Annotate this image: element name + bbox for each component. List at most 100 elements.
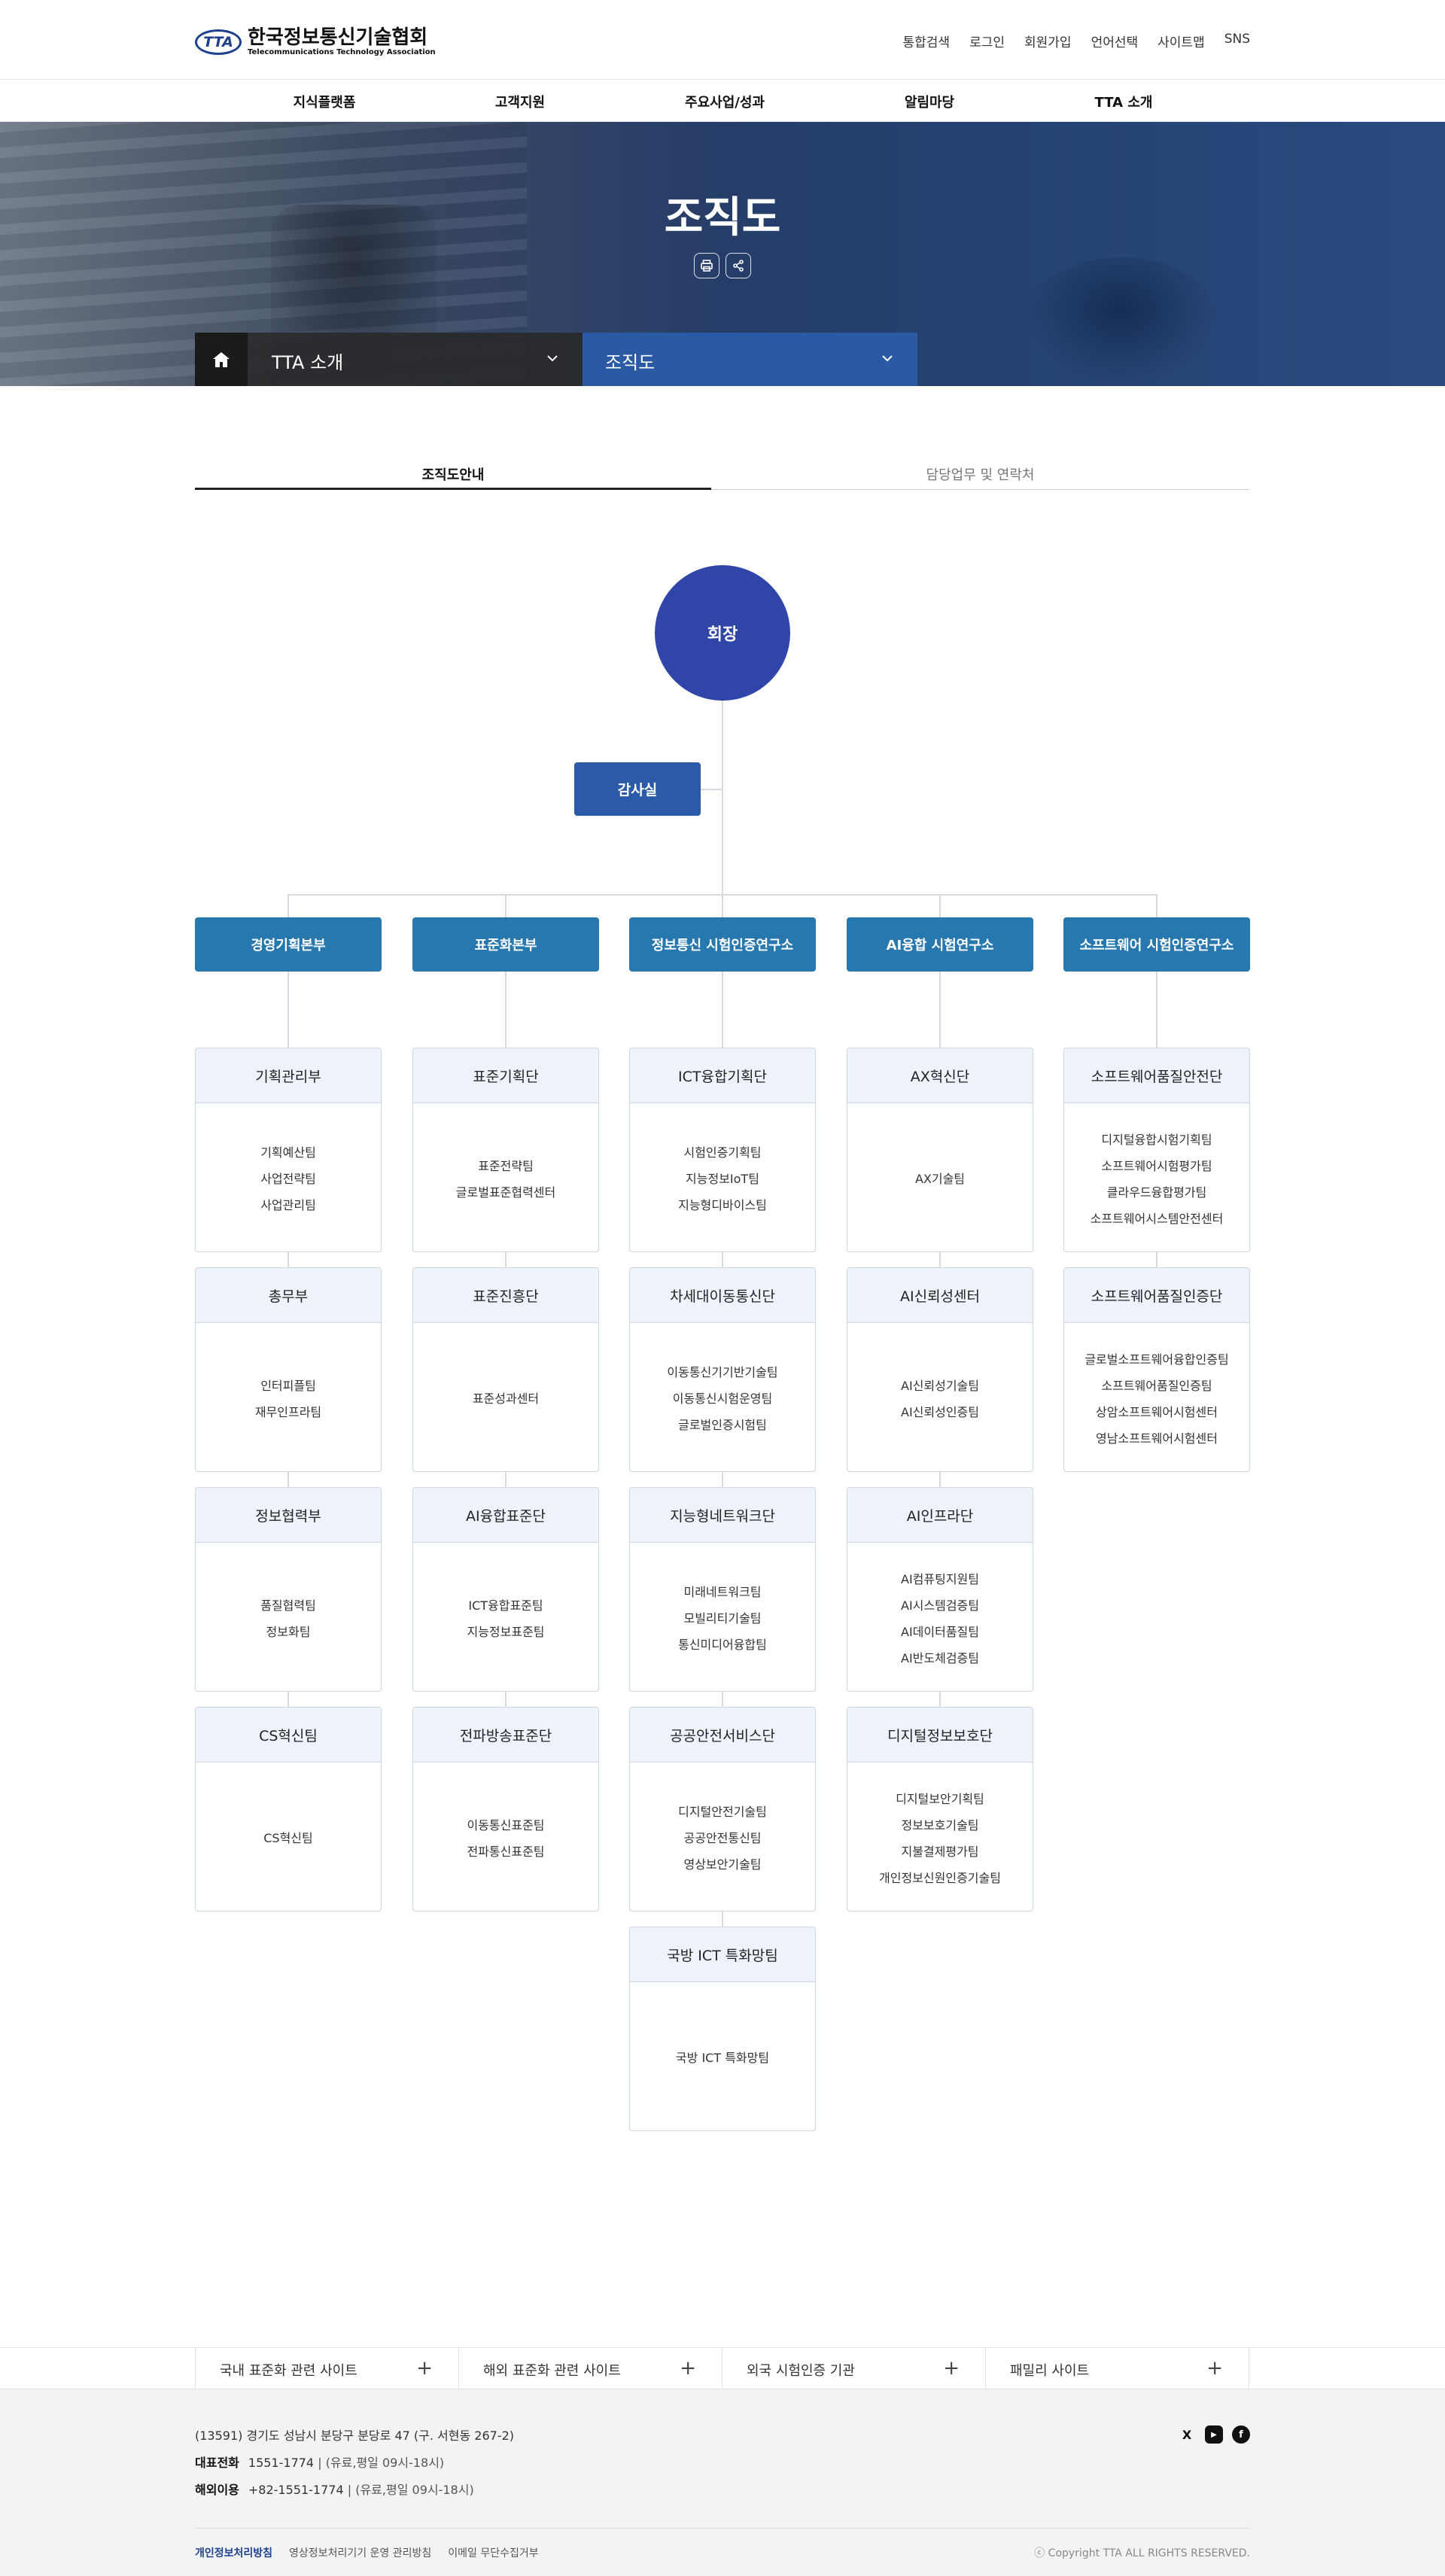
main-nav: 지식플랫폼 고객지원 주요사업/성과 알림마당 TTA 소개 bbox=[0, 80, 1445, 122]
division-node: 경영기획본부 bbox=[195, 917, 382, 972]
print-icon[interactable] bbox=[694, 253, 719, 278]
copyright: ⓒ Copyright TTA ALL RIGHTS RESERVED. bbox=[1034, 2547, 1250, 2559]
unit-title: CS혁신팀 bbox=[196, 1708, 381, 1762]
plus-icon: + bbox=[1206, 2357, 1223, 2380]
team-item: 상암소프트웨어시험센터 bbox=[1096, 1404, 1218, 1419]
team-item: 이동통신시험운영팀 bbox=[672, 1391, 773, 1406]
team-item: CS혁신팀 bbox=[263, 1831, 313, 1845]
unit-title: 소프트웨어품질안전단 bbox=[1064, 1048, 1249, 1103]
nav-support[interactable]: 고객지원 bbox=[494, 95, 546, 111]
family-sites[interactable]: 패밀리 사이트+ bbox=[985, 2348, 1249, 2390]
unit-title: 소프트웨어품질인증단 bbox=[1064, 1268, 1249, 1323]
nav-news[interactable]: 알림마당 bbox=[904, 95, 955, 111]
facebook-icon[interactable]: f bbox=[1232, 2425, 1250, 2444]
connector-line bbox=[701, 789, 722, 790]
team-list: AI컴퓨팅지원팀 AI시스템검증팀 AI데이터품질팀 AI반도체검증팀 bbox=[847, 1543, 1033, 1691]
team-item: 클라우드융합평가팀 bbox=[1106, 1185, 1207, 1200]
x-icon[interactable]: X bbox=[1182, 2427, 1192, 2442]
family-sites-bar: 국내 표준화 관련 사이트+ 해외 표준화 관련 사이트+ 외국 시험인증 기관… bbox=[0, 2347, 1445, 2390]
unit-title: 공공안전서비스단 bbox=[630, 1708, 815, 1762]
team-item: AI신뢰성인증팀 bbox=[901, 1404, 979, 1419]
util-search[interactable]: 통합검색 bbox=[902, 35, 951, 50]
division-node: AI융합 시험연구소 bbox=[847, 917, 1033, 972]
team-item: 이동통신기기반기술팀 bbox=[667, 1365, 778, 1379]
header: TTA 한국정보통신기술협회 Telecommunications Techno… bbox=[0, 0, 1445, 80]
team-item: 지불결제평가팀 bbox=[901, 1844, 979, 1859]
team-item: 이동통신표준팀 bbox=[467, 1817, 545, 1832]
divider bbox=[195, 2528, 1249, 2529]
overseas-standards-sites[interactable]: 해외 표준화 관련 사이트+ bbox=[458, 2348, 722, 2390]
team-item: AI데이터품질팀 bbox=[901, 1624, 979, 1639]
team-item: 표준성과센터 bbox=[472, 1391, 540, 1406]
team-item: AI컴퓨팅지원팀 bbox=[901, 1571, 979, 1586]
unit-title: 표준진흥단 bbox=[413, 1268, 598, 1323]
util-login[interactable]: 로그인 bbox=[969, 35, 1005, 50]
nav-about[interactable]: TTA 소개 bbox=[1094, 95, 1153, 111]
unit-title: ICT융합기획단 bbox=[630, 1048, 815, 1103]
team-item: 전파통신표준팀 bbox=[467, 1844, 545, 1859]
depth1-label: TTA 소개 bbox=[272, 352, 344, 373]
util-sns[interactable]: SNS bbox=[1224, 32, 1250, 47]
tab-org-info[interactable]: 조직도안내 bbox=[195, 464, 711, 490]
team-item: 지능정보IoT팀 bbox=[686, 1172, 759, 1186]
team-item: 사업관리팀 bbox=[260, 1198, 316, 1212]
tab-duties-contacts[interactable]: 담당업무 및 연락처 bbox=[711, 464, 1249, 490]
depth1-dropdown[interactable]: TTA 소개 bbox=[248, 333, 583, 386]
team-item: AI시스템검증팀 bbox=[901, 1598, 979, 1613]
cctv-policy-link[interactable]: 영상정보처리기기 운영 관리방침 bbox=[289, 2547, 432, 2559]
privacy-policy-link[interactable]: 개인정보처리방침 bbox=[195, 2547, 273, 2559]
unit-title: AI융합표준단 bbox=[413, 1488, 598, 1543]
plus-icon: + bbox=[416, 2357, 433, 2380]
chevron-down-icon bbox=[547, 355, 558, 362]
unit-title: 총무부 bbox=[196, 1268, 381, 1323]
audit-office-node: 감사실 bbox=[574, 762, 701, 816]
team-list: CS혁신팀 bbox=[196, 1762, 381, 1911]
team-item: 기획예산팀 bbox=[260, 1145, 316, 1160]
connector-line bbox=[722, 701, 723, 917]
email-refusal-link[interactable]: 이메일 무단수집거부 bbox=[448, 2547, 539, 2559]
plus-icon: + bbox=[680, 2357, 696, 2380]
nav-knowledge[interactable]: 지식플랫폼 bbox=[293, 95, 356, 111]
unit-title: 차세대이동통신단 bbox=[630, 1268, 815, 1323]
team-item: 사업전략팀 bbox=[260, 1172, 316, 1186]
home-icon[interactable] bbox=[195, 333, 248, 386]
youtube-icon[interactable]: ▶ bbox=[1205, 2425, 1223, 2444]
ceo-node: 회장 bbox=[655, 565, 790, 701]
nav-business[interactable]: 주요사업/성과 bbox=[685, 95, 765, 111]
chevron-down-icon bbox=[882, 355, 893, 362]
util-language[interactable]: 언어선택 bbox=[1091, 35, 1139, 50]
domestic-standards-sites[interactable]: 국내 표준화 관련 사이트+ bbox=[195, 2348, 458, 2390]
team-item: 시험인증기획팀 bbox=[683, 1145, 762, 1160]
team-item: AI반도체검증팀 bbox=[901, 1650, 979, 1665]
social-links: X ▶ f bbox=[1178, 2425, 1250, 2444]
division-node: 정보통신 시험인증연구소 bbox=[629, 917, 816, 972]
share-icon[interactable] bbox=[726, 253, 751, 278]
team-item: AX기술팀 bbox=[914, 1172, 966, 1186]
team-list: AI신뢰성기술팀 AI신뢰성인증팀 bbox=[847, 1323, 1033, 1471]
site-logo[interactable]: TTA 한국정보통신기술협회 Telecommunications Techno… bbox=[195, 27, 436, 56]
team-item: 소프트웨어품질인증팀 bbox=[1101, 1378, 1212, 1393]
util-join[interactable]: 회원가입 bbox=[1024, 35, 1072, 50]
depth2-dropdown[interactable]: 조직도 bbox=[583, 333, 917, 386]
team-list: 표준성과센터 bbox=[413, 1323, 598, 1471]
team-item: 디지털보안기획팀 bbox=[896, 1791, 984, 1806]
util-sitemap[interactable]: 사이트맵 bbox=[1158, 35, 1205, 50]
team-item: 공공안전통신팀 bbox=[683, 1831, 762, 1845]
team-item: AI신뢰성기술팀 bbox=[901, 1378, 979, 1393]
foreign-certification-sites[interactable]: 외국 시험인증 기관+ bbox=[722, 2348, 985, 2390]
hero-banner: 조직도 TTA 소개 조직도 bbox=[0, 122, 1445, 386]
